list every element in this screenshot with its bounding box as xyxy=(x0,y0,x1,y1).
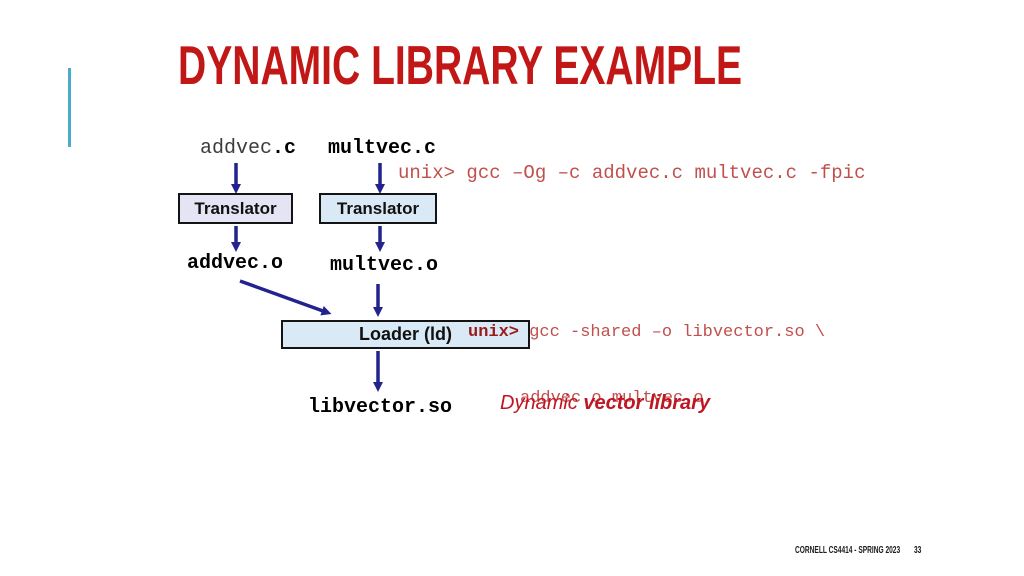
object-file-multvec-o: multvec.o xyxy=(330,254,439,277)
arrow-object1-to-loader xyxy=(239,279,332,316)
object-file-addvec-o: addvec.o xyxy=(187,252,284,275)
translator2-box: Translator xyxy=(319,193,437,224)
link-command-prompt: unix> xyxy=(468,323,520,342)
link-command-continuation: addvec.o multvec.o xyxy=(520,389,704,408)
slide-title: DYNAMIC LIBRARY EXAMPLE xyxy=(178,34,743,96)
translator1-box: Translator xyxy=(178,193,293,224)
dynamic-library-caption: Dynamic vector library xyxy=(500,391,710,415)
compile-command: unix> gcc –Og –c addvec.c multvec.c -fpi… xyxy=(398,162,866,184)
footer-course: CORNELL CS4414 - SPRING 2023 xyxy=(795,545,901,556)
link-command-rest: gcc -shared –o libvector.so \ xyxy=(519,323,826,342)
link-command-line1: unix> gcc -shared –o libvector.so \ xyxy=(468,322,825,344)
caption-lead: Dynamic xyxy=(500,392,584,414)
link-command: unix> gcc -shared –o libvector.so \ addv… xyxy=(468,278,825,432)
output-file-libvector-so: libvector.so xyxy=(308,396,453,419)
source-file-addvec-c: addvec.c xyxy=(200,138,296,160)
title-accent-bar xyxy=(68,68,71,147)
source-file-addvec-c-base: addvec xyxy=(200,137,273,160)
source-file-addvec-c-ext: .c xyxy=(272,137,297,160)
caption-emphasis: vector library xyxy=(583,392,711,414)
source-file-multvec-c: multvec.c xyxy=(328,137,437,160)
loader-box: Loader (ld) xyxy=(281,320,530,349)
footer-page-number: 33 xyxy=(914,545,922,556)
